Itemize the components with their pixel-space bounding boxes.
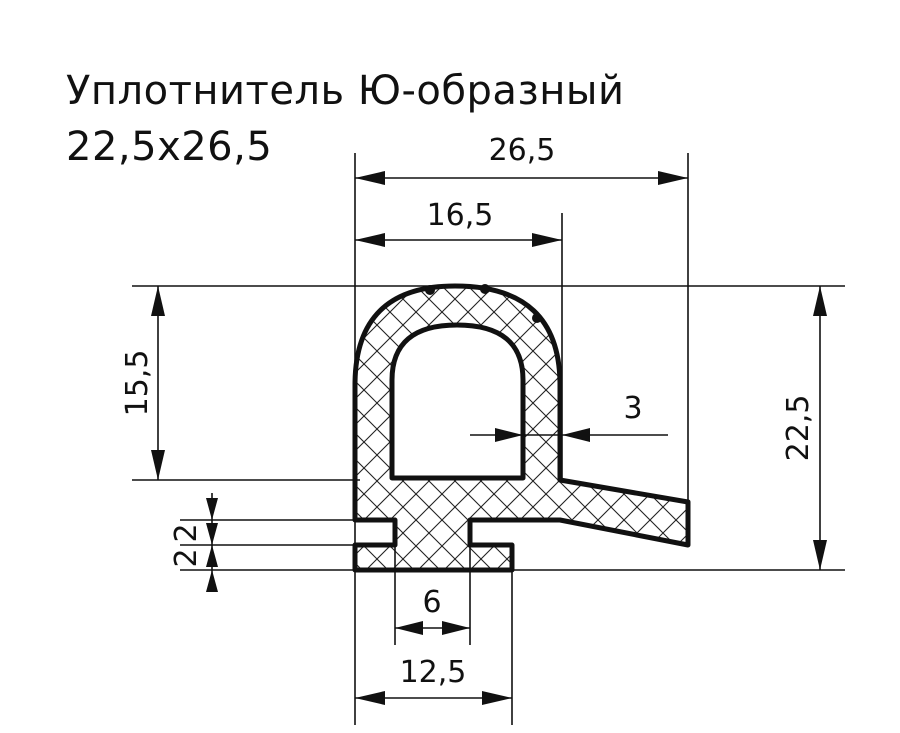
dimension-steps: 2 2 <box>169 493 218 592</box>
dimension-total-width-label: 26,5 <box>489 133 556 168</box>
dimension-head-height-label: 15,5 <box>120 350 155 417</box>
dimension-base-width: 12,5 <box>355 655 512 705</box>
dimension-step-upper-label: 2 <box>169 523 204 542</box>
inner-cavity-outline <box>389 322 526 481</box>
dimension-total-height-label: 22,5 <box>781 395 816 462</box>
dimension-slot-width-label: 6 <box>422 585 441 620</box>
dimension-total-height: 22,5 <box>781 286 827 570</box>
rib-right <box>532 313 542 323</box>
dimension-head-width-label: 16,5 <box>427 198 494 233</box>
title-line-1: Уплотнитель Ю-образный <box>66 68 624 114</box>
dimension-total-width: 26,5 <box>355 133 688 185</box>
title-background <box>62 58 662 176</box>
dimension-head-width: 16,5 <box>355 198 562 247</box>
dimension-wall-thickness: 3 <box>470 391 668 442</box>
title-line-2: 22,5x26,5 <box>66 124 272 170</box>
dimension-head-height: 15,5 <box>120 286 165 480</box>
section-hatching <box>340 270 700 580</box>
dimension-wall-thickness-label: 3 <box>623 391 642 426</box>
dimension-slot-width: 6 <box>395 585 470 635</box>
extension-lines <box>132 153 845 725</box>
dimension-step-lower-label: 2 <box>169 548 204 567</box>
rib-left <box>425 285 435 295</box>
dimension-base-width-label: 12,5 <box>400 655 467 690</box>
